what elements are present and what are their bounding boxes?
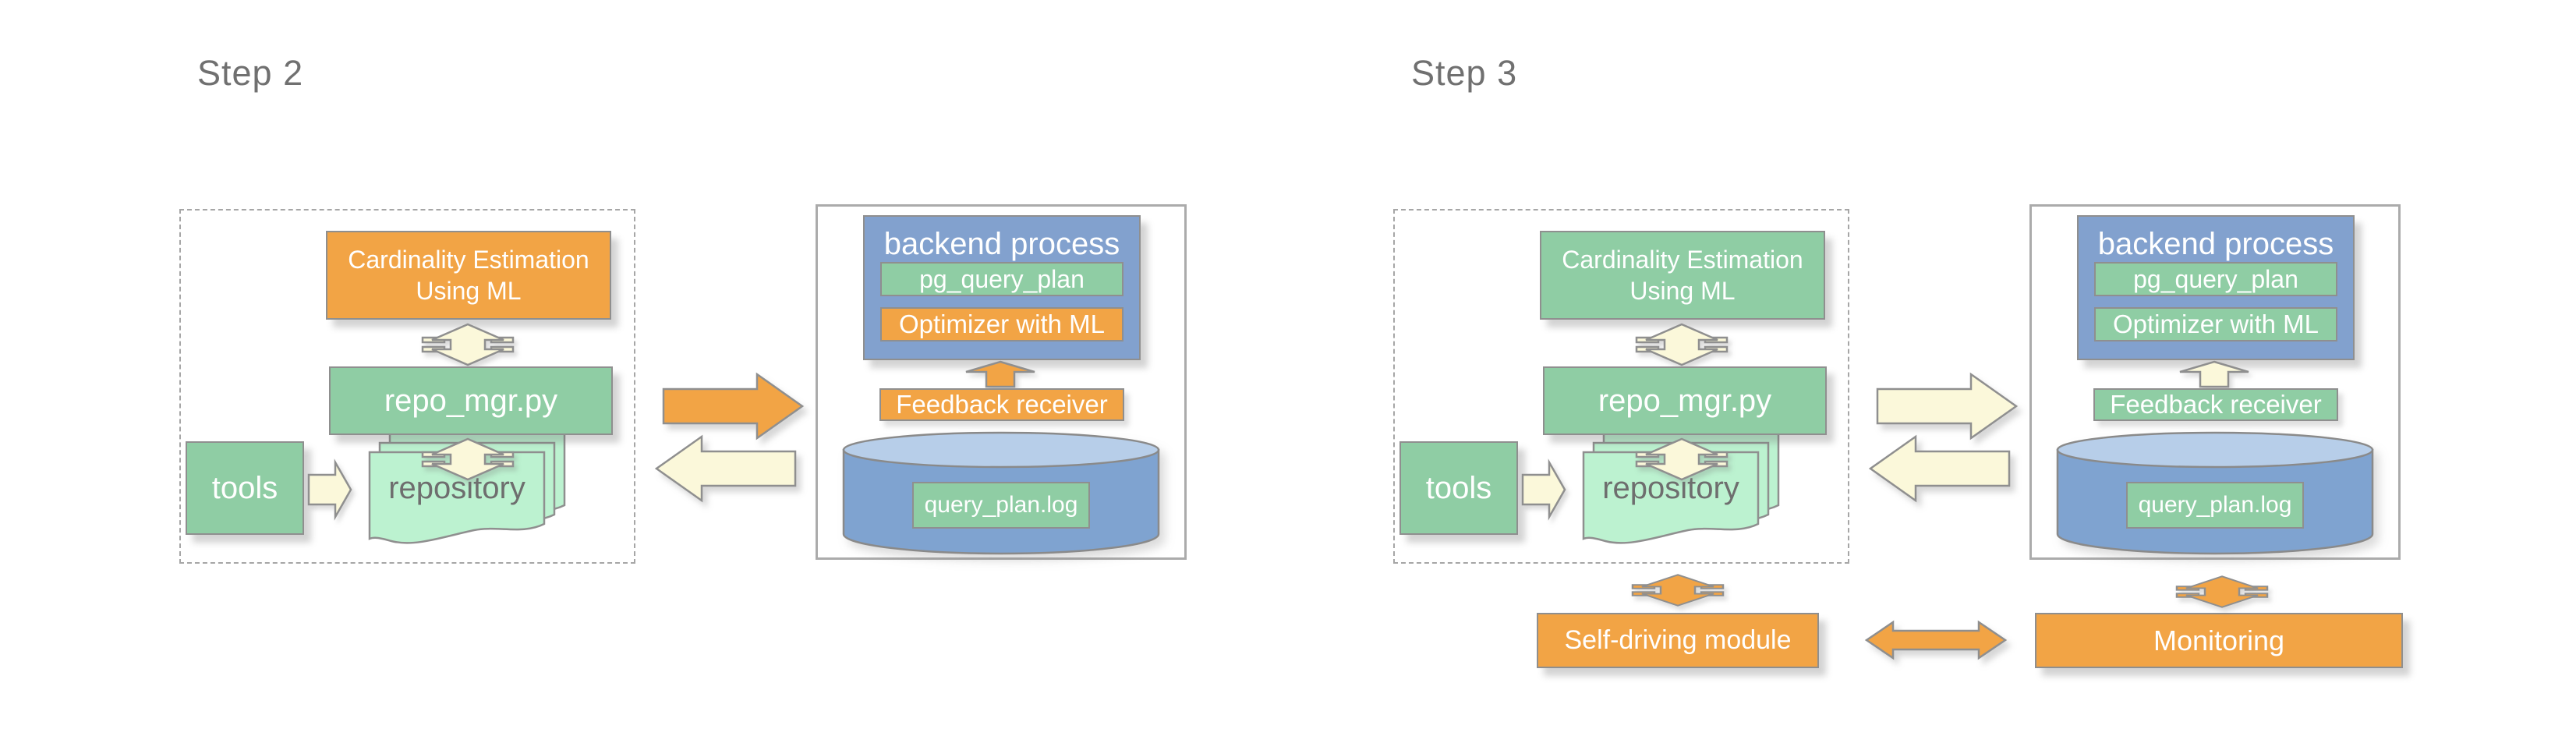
client-selfdriving-updown-arrow-icon <box>1631 574 1725 607</box>
client-to-backend-arrow-icon <box>662 372 805 441</box>
small-right-arrow-icon <box>307 458 352 521</box>
step3-monitoring-box: Monitoring <box>2035 613 2403 668</box>
repo-mgr-label: repo_mgr.py <box>1598 384 1772 418</box>
step3-client-container <box>1393 209 1849 564</box>
repository-label: repository <box>388 471 525 505</box>
selfdriving-monitoring-leftright-arrow-icon <box>1864 620 2008 660</box>
backend-monitoring-updown-arrow-icon <box>2175 575 2269 608</box>
step2-tools-box: tools <box>186 441 304 535</box>
step3-cardinality-box: Cardinality Estimation Using ML <box>1540 231 1825 320</box>
backend-to-client-arrow-icon <box>654 434 797 503</box>
step2-repo-mgr-box: repo_mgr.py <box>329 366 613 435</box>
backend-title: backend process <box>2097 227 2334 261</box>
step3-feedback-box: Feedback receiver <box>2093 388 2338 421</box>
repository-doc-front-icon <box>1582 451 1760 544</box>
monitoring-label: Monitoring <box>2153 625 2285 656</box>
step2-feedback-box: Feedback receiver <box>879 388 1124 421</box>
backend-to-client-arrow-icon <box>1868 434 2011 503</box>
step3-repo-mgr-box: repo_mgr.py <box>1543 366 1827 435</box>
repository-doc-front-icon <box>368 451 546 544</box>
step2-cardinality-box: Cardinality Estimation Using ML <box>326 231 611 320</box>
step2-pg-query-plan-box: pg_query_plan <box>880 262 1123 296</box>
step2-optimizer-box: Optimizer with ML <box>880 307 1123 341</box>
cardinality-label: Cardinality Estimation Using ML <box>1562 244 1803 306</box>
feedback-up-arrow-icon <box>2179 360 2249 388</box>
pg-query-plan-label: pg_query_plan <box>2133 265 2298 293</box>
optimizer-label: Optimizer with ML <box>2112 310 2319 339</box>
tools-label: tools <box>211 471 278 505</box>
step2-log-box: query_plan.log <box>912 482 1090 529</box>
feedback-label: Feedback receiver <box>896 390 1108 419</box>
cardinality-label-line1: Cardinality Estimation <box>1562 246 1803 274</box>
step2-client-container <box>179 209 635 564</box>
optimizer-label: Optimizer with ML <box>898 310 1106 339</box>
step3-self-driving-box: Self-driving module <box>1537 613 1819 668</box>
cardinality-label-line2: Using ML <box>416 277 522 305</box>
log-label: query_plan.log <box>2138 492 2292 518</box>
pg-query-plan-label: pg_query_plan <box>919 265 1085 293</box>
step3-pg-query-plan-box: pg_query_plan <box>2094 262 2337 296</box>
repository-label: repository <box>1602 471 1739 505</box>
client-to-backend-arrow-icon <box>1876 372 2019 441</box>
step3-panel: Step 3 repository Cardinality Estimation… <box>1214 0 2576 736</box>
backend-title: backend process <box>883 227 1120 261</box>
feedback-up-arrow-icon <box>965 360 1035 388</box>
cardinality-label: Cardinality Estimation Using ML <box>348 244 589 306</box>
self-driving-label: Self-driving module <box>1564 625 1792 656</box>
step3-tools-box: tools <box>1399 441 1518 535</box>
updown-arrow-icon <box>1635 437 1729 481</box>
step3-optimizer-box: Optimizer with ML <box>2094 307 2337 341</box>
small-right-arrow-icon <box>1521 458 1566 521</box>
updown-arrow-icon <box>421 323 515 366</box>
cardinality-label-line2: Using ML <box>1629 277 1736 305</box>
step3-log-box: query_plan.log <box>2126 482 2304 529</box>
log-label: query_plan.log <box>924 492 1078 518</box>
updown-arrow-icon <box>1635 323 1729 366</box>
cardinality-label-line1: Cardinality Estimation <box>348 246 589 274</box>
feedback-label: Feedback receiver <box>2110 390 2322 419</box>
repo-mgr-label: repo_mgr.py <box>384 384 558 418</box>
step2-panel: Step 2 repository Cardinality Estimation… <box>179 53 1187 564</box>
step3-title: Step 3 <box>1411 53 1518 93</box>
updown-arrow-icon <box>421 437 515 481</box>
step2-title: Step 2 <box>197 53 304 93</box>
tools-label: tools <box>1425 471 1492 505</box>
